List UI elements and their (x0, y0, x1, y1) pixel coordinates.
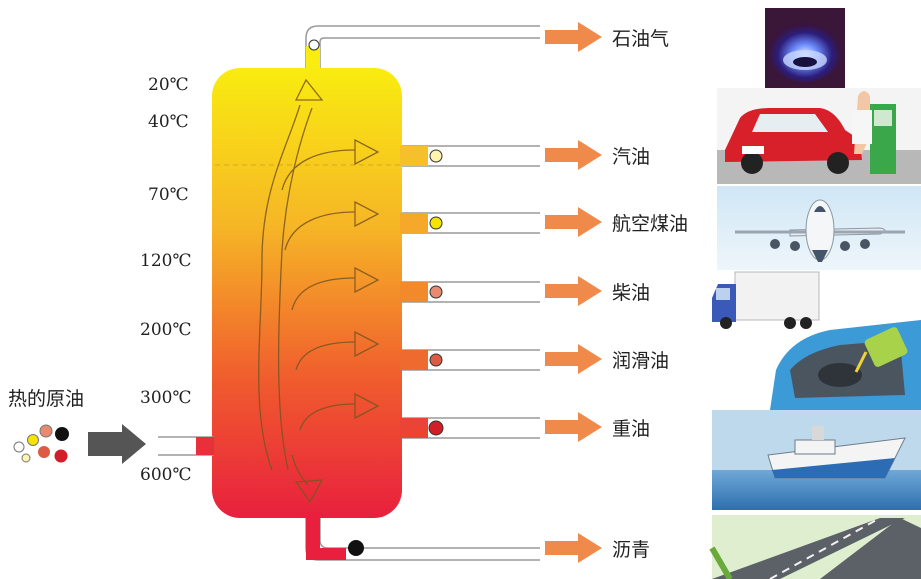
feed-arrow (88, 424, 146, 464)
bead-diesel (429, 285, 443, 299)
feed-inlet-pipe (158, 436, 214, 456)
temp-label: 70℃ (148, 185, 189, 205)
product-label: 柴油 (612, 282, 650, 304)
distillation-column (212, 25, 540, 561)
product-label: 重油 (612, 418, 650, 440)
product-labels: 石油气 汽油 航空煤油 柴油 润滑油 重油 沥青 (612, 28, 688, 561)
bead-jet-fuel (429, 216, 443, 230)
bead-lubricating-oil (429, 353, 443, 367)
product-label: 航空煤油 (612, 213, 688, 235)
crude-oil-droplets (13, 424, 69, 463)
bead-gasoline (429, 149, 443, 163)
crude-oil-label: 热的原油 (8, 388, 84, 410)
car-refuelling-picture (717, 88, 921, 184)
ship-picture (712, 410, 921, 510)
product-label: 润滑油 (612, 350, 669, 372)
bead-asphalt (348, 540, 364, 556)
engine-oil-pouring-picture (770, 320, 921, 410)
temp-label: 300℃ (140, 388, 191, 408)
product-arrow (545, 533, 602, 563)
temp-label: 600℃ (140, 465, 191, 485)
fraction-beads (308, 39, 444, 556)
product-label: 汽油 (612, 146, 650, 168)
temp-label: 120℃ (140, 251, 191, 271)
airplane-picture (717, 186, 921, 270)
temp-label: 200℃ (140, 320, 191, 340)
temp-label: 20℃ (148, 75, 189, 95)
product-arrows (545, 22, 602, 563)
temp-label: 40℃ (148, 112, 189, 132)
temperature-labels: 20℃ 40℃ 70℃ 120℃ 200℃ 300℃ 600℃ (140, 75, 191, 485)
product-label: 沥青 (612, 539, 650, 561)
product-arrow (545, 22, 602, 52)
product-arrow (545, 207, 602, 237)
gas-flame-picture (765, 8, 845, 90)
product-arrow (545, 276, 602, 306)
product-arrow (545, 344, 602, 374)
product-label: 石油气 (612, 28, 669, 50)
bead-petroleum-gas (308, 39, 320, 51)
side-outlet-stubs (400, 146, 428, 438)
road-picture (709, 515, 921, 579)
product-arrow (545, 140, 602, 170)
truck-picture (712, 271, 820, 329)
product-arrow (545, 412, 602, 442)
bead-heavy-oil (428, 420, 444, 436)
